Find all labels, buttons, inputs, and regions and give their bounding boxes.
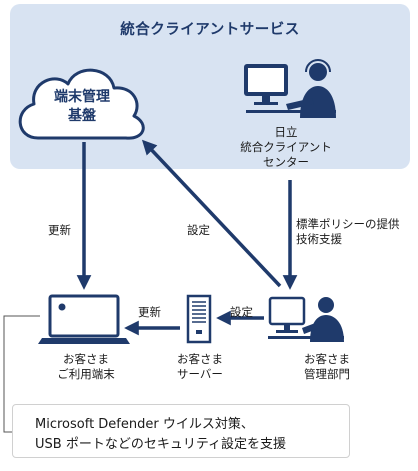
cloud-label-line2: 基盤 xyxy=(68,108,96,124)
customer-admin-label: お客さま 管理部門 xyxy=(290,352,364,382)
support-center-label-line2: 統合クライアント xyxy=(240,140,332,154)
customer-admin-label-line1: お客さま xyxy=(304,352,350,366)
security-callout: Microsoft Defender ウイルス対策、 USB ポートなどのセキュ… xyxy=(12,404,350,458)
edge-label-center-to-admin-line2: 技術支援 xyxy=(296,232,342,246)
cloud-icon xyxy=(18,68,145,140)
customer-pc-label: お客さま ご利用端末 xyxy=(44,352,128,382)
laptop-icon xyxy=(38,294,130,344)
panel-title: 統合クライアントサービス xyxy=(120,22,300,38)
edge-label-admin-to-cloud: 設定 xyxy=(187,223,210,237)
cloud-label: 端末管理 基盤 xyxy=(32,88,132,126)
callout-line2: USB ポートなどのセキュリティ設定を支援 xyxy=(35,437,287,452)
customer-admin-label-line2: 管理部門 xyxy=(304,367,350,381)
customer-pc-label-line1: お客さま xyxy=(63,352,109,366)
customer-server-label: お客さま サーバー xyxy=(164,352,236,382)
edge-label-cloud-to-pc: 更新 xyxy=(48,223,71,237)
edge-label-center-to-admin-line1: 標準ポリシーの提供 xyxy=(296,217,400,231)
arrow-admin-to-cloud xyxy=(141,139,282,288)
customer-server-label-line1: お客さま xyxy=(177,352,223,366)
edge-label-server-to-pc: 更新 xyxy=(138,305,161,319)
callout-line1: Microsoft Defender ウイルス対策、 xyxy=(35,417,254,432)
cloud-label-line1: 端末管理 xyxy=(54,89,110,105)
server-icon xyxy=(186,294,212,344)
callout-connector xyxy=(3,315,40,433)
edge-label-center-to-admin: 標準ポリシーの提供 技術支援 xyxy=(296,217,400,247)
customer-server-label-line2: サーバー xyxy=(177,367,223,381)
support-center-label-line1: 日立 xyxy=(274,125,298,139)
customer-pc-label-line2: ご利用端末 xyxy=(57,367,115,381)
support-center-label: 日立 統合クライアント センター xyxy=(224,125,348,170)
support-center-icon xyxy=(244,59,336,118)
edge-label-admin-to-server: 設定 xyxy=(230,305,253,319)
support-center-label-line3: センター xyxy=(263,155,309,169)
admin-icon xyxy=(268,296,344,342)
